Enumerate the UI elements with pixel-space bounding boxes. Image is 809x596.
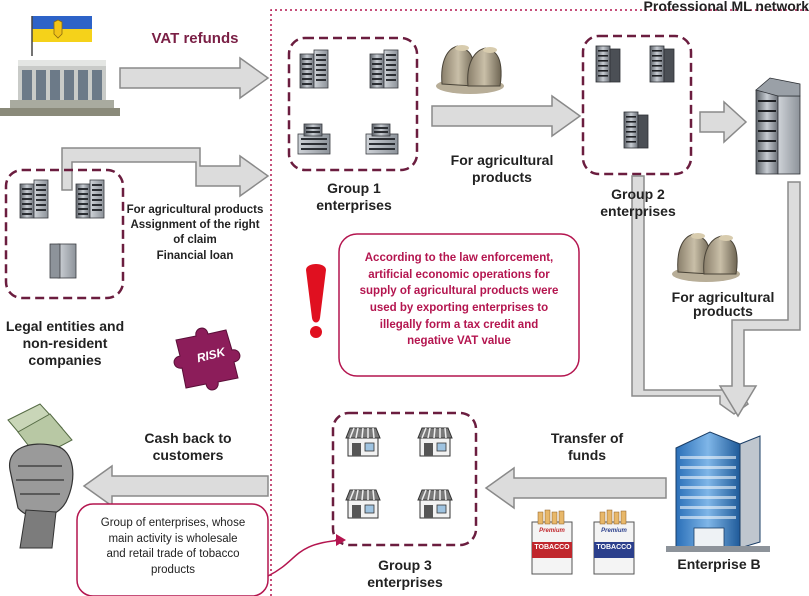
- legal-entities-line3: companies: [28, 351, 102, 368]
- tower-building-icon: [595, 45, 621, 83]
- grain-sacks-icon: [671, 232, 741, 283]
- group3-box: [331, 411, 478, 547]
- exclamation-icon: [306, 264, 326, 338]
- law-line3: supply of agricultural products were: [359, 285, 559, 298]
- law-line5: illegally form a tax credit and: [379, 318, 539, 331]
- group2-label: Group 2 enterprises: [586, 186, 690, 220]
- law-line1: According to the law enforcement,: [364, 252, 554, 264]
- office-building-icon: [19, 179, 49, 219]
- office-building-icon: [755, 77, 801, 175]
- vat-refunds-label: VAT refunds: [151, 30, 239, 47]
- tower-building-icon: [649, 45, 675, 83]
- for-agri-right-line1: For agricultural: [671, 289, 775, 305]
- cash-back-arrow: [82, 464, 269, 508]
- for-agri-mid-line1: For agricultural: [450, 152, 554, 168]
- law-line4: used by exporting enterprises to: [369, 302, 549, 315]
- office-building-icon: [75, 179, 105, 219]
- cig-premium-blue: Premium: [601, 528, 627, 534]
- network-boundary: [270, 9, 809, 596]
- tower-building-icon: [623, 111, 649, 149]
- for-agri-mid-line2: products: [472, 168, 532, 185]
- group3-line1: Group 3: [378, 557, 432, 573]
- tobacco-connector: [267, 539, 343, 577]
- group1-line1: Group 1: [327, 180, 381, 196]
- shop-icon: [417, 489, 453, 519]
- puzzle-piece-icon: [173, 327, 241, 391]
- law-callout-box: [338, 233, 580, 377]
- assignment-label: Assignment of the right: [130, 219, 260, 231]
- of-claim-label: of claim: [173, 234, 217, 246]
- transfer-funds-arrow: [484, 466, 667, 510]
- for-agri-left-label: For agricultural products: [126, 204, 264, 216]
- network-title: Professional ML network: [643, 0, 809, 14]
- law-line6: negative VAT value: [407, 335, 511, 348]
- group1-to-group2-arrow: [431, 94, 582, 138]
- group2-box: [581, 34, 693, 176]
- shop-icon: [417, 427, 453, 457]
- transfer-funds-label: Transfer of funds: [532, 430, 642, 464]
- legal-entities-box: [4, 168, 125, 300]
- government-building-icon: [0, 16, 120, 116]
- cigarette-pack-icon: [531, 509, 573, 575]
- agri-products-arrow-left: [61, 147, 270, 198]
- office-building-icon: [369, 49, 399, 89]
- for-agri-mid-label: For agricultural products: [436, 152, 568, 186]
- transfer-line1: Transfer of: [550, 430, 624, 446]
- shop-icon: [345, 427, 381, 457]
- office-building-icon: [299, 49, 329, 89]
- tobacco-callout-box: [76, 503, 269, 596]
- legal-entities-line2: non-resident: [22, 334, 108, 351]
- cash-back-line1: Cash back to: [144, 430, 232, 446]
- cash-back-label: Cash back to customers: [118, 430, 258, 464]
- tobacco-line1: Group of enterprises, whose: [100, 517, 246, 529]
- legal-entities-line1: Legal entities and: [5, 318, 125, 334]
- group1-label: Group 1 enterprises: [296, 180, 412, 214]
- cigarette-pack-icon: [593, 509, 635, 575]
- group1-box: [287, 36, 419, 172]
- group1-line2: enterprises: [316, 196, 392, 213]
- vat-refunds-arrow: [119, 56, 270, 100]
- group3-label: Group 3 enterprises: [350, 557, 460, 591]
- enterprise-b-label: Enterprise B: [677, 556, 761, 572]
- for-agri-right-line2: products: [693, 303, 753, 319]
- tobacco-line2: main activity is wholesale: [108, 532, 238, 545]
- cig-brand-red: TOBACCO: [534, 544, 570, 551]
- money-fist-icon: [7, 403, 74, 549]
- shop-icon: [345, 489, 381, 519]
- office-building-icon: [365, 123, 399, 155]
- law-callout-text: According to the law enforcement, artifi…: [342, 250, 576, 350]
- office-building-icon: [49, 243, 77, 279]
- group2-line1: Group 2: [611, 186, 665, 202]
- cash-back-line2: customers: [152, 446, 224, 463]
- legal-entities-label: Legal entities and non-resident companie…: [0, 318, 130, 368]
- group2-line2: enterprises: [600, 202, 676, 219]
- cig-brand-blue: TOBACCO: [596, 544, 632, 551]
- group3-line2: enterprises: [367, 573, 443, 590]
- tobacco-line4: products: [150, 563, 196, 576]
- for-agri-right-label: For agricultural products: [658, 290, 788, 318]
- financial-loan-label: Financial loan: [156, 250, 234, 262]
- grain-sacks-icon: [435, 44, 505, 95]
- export-down-arrow: [718, 181, 801, 418]
- transfer-line2: funds: [567, 446, 607, 463]
- tobacco-line3: and retail trade of tobacco: [106, 548, 240, 561]
- group2-to-export-arrow: [699, 100, 748, 144]
- office-building-icon: [297, 123, 331, 155]
- law-line2: artificial economic operations for: [368, 268, 550, 281]
- tobacco-callout-text: Group of enterprises, whose main activit…: [80, 516, 266, 578]
- skyscraper-icon: [666, 431, 770, 552]
- cig-premium-red: Premium: [539, 528, 565, 534]
